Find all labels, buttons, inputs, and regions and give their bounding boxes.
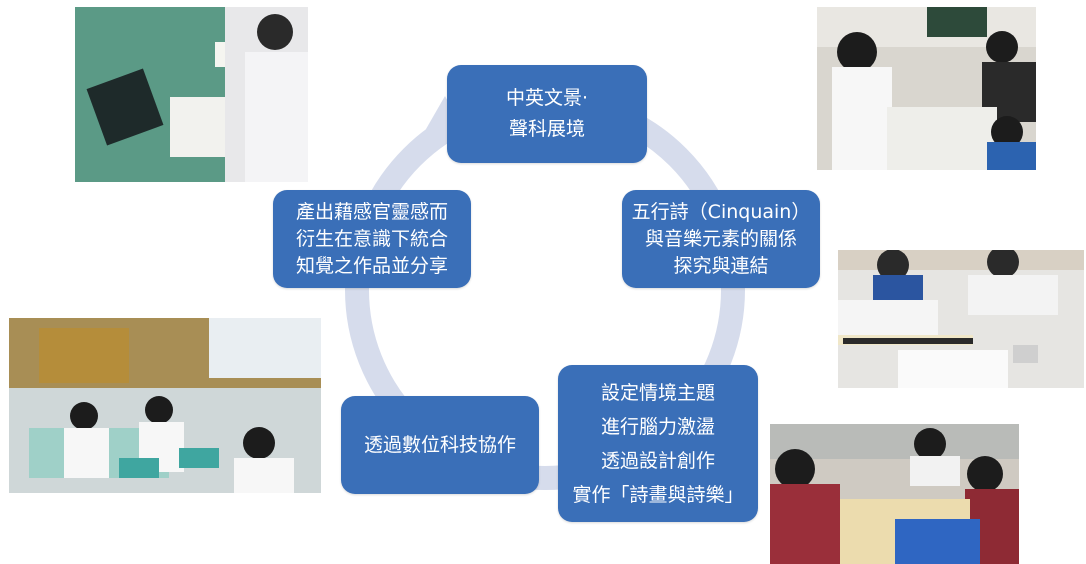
process-step-1: 中英文景· 聲科展境	[447, 65, 647, 163]
process-step-1-line-2: 聲科展境	[508, 118, 585, 140]
process-step-4-line-1: 透過數位科技協作	[363, 433, 516, 456]
photo-bottom-right	[770, 424, 1019, 564]
process-step-1-line-1: 中英文景·	[505, 87, 589, 109]
process-step-5: 產出藉感官靈感而 衍生在意識下統合 知覺之作品並分享	[273, 190, 471, 288]
photo-top-right	[817, 7, 1036, 170]
process-step-3: 設定情境主題 進行腦力激盪 透過設計創作 實作「詩畫與詩樂」	[558, 365, 758, 522]
process-step-2-line-1: 五行詩（Cinquain）	[631, 200, 811, 223]
process-step-2-line-2: 與音樂元素的關係	[644, 227, 797, 250]
process-step-5-line-2: 衍生在意識下統合	[295, 227, 448, 250]
process-step-5-line-1: 產出藉感官靈感而	[295, 200, 448, 223]
photo-mid-right	[838, 250, 1084, 388]
photo-top-left	[75, 7, 308, 182]
photo-bottom-left	[9, 318, 321, 493]
process-step-2: 五行詩（Cinquain） 與音樂元素的關係 探究與連結	[622, 190, 820, 288]
process-step-2-line-3: 探究與連結	[673, 254, 769, 277]
process-step-3-line-1: 設定情境主題	[600, 381, 715, 404]
process-step-3-line-2: 進行腦力激盪	[600, 415, 715, 438]
process-step-3-line-3: 透過設計創作	[600, 449, 715, 472]
process-step-3-line-4: 實作「詩畫與詩樂」	[572, 483, 744, 506]
process-step-5-line-3: 知覺之作品並分享	[295, 254, 448, 277]
process-step-4: 透過數位科技協作	[341, 396, 539, 494]
